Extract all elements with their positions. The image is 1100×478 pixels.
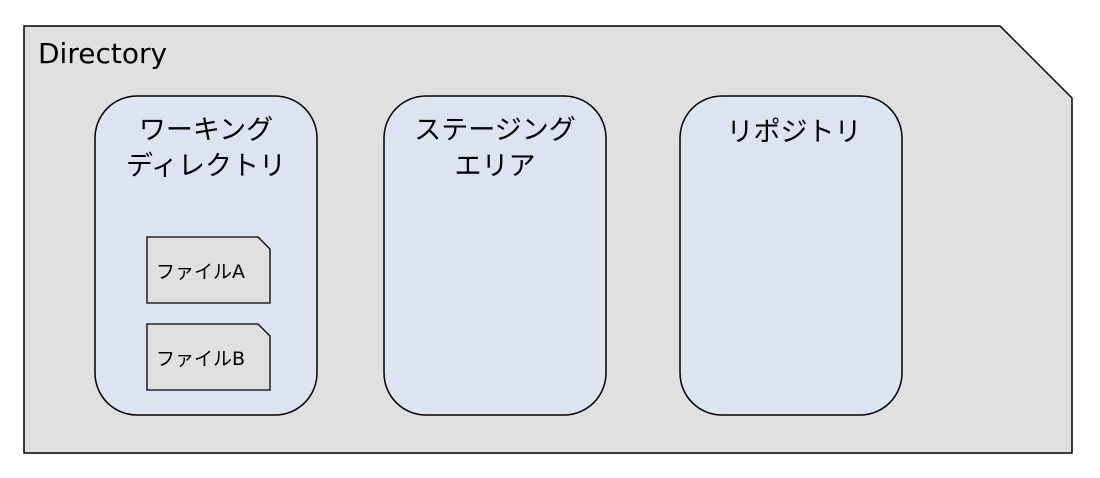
file-b-shape	[146, 323, 271, 391]
working-directory-area: ワーキング ディレクトリ ファイルA ファイルB	[94, 95, 318, 416]
repository-box	[679, 95, 903, 416]
file-a-label: ファイルA	[156, 261, 245, 283]
file-b-label: ファイルB	[156, 348, 245, 370]
repository-area: リポジトリ	[679, 95, 903, 416]
directory-title: Directory	[38, 37, 167, 70]
working-directory-label-line2: ディレクトリ	[126, 151, 286, 182]
file-a-shape	[146, 236, 271, 304]
file-a: ファイルA	[146, 236, 271, 304]
staging-area: ステージング エリア	[383, 95, 607, 416]
staging-area-label-line1: ステージング	[414, 115, 575, 146]
staging-area-label-line2: エリア	[455, 151, 536, 182]
staging-area-box	[383, 95, 607, 416]
working-directory-label-line1: ワーキング	[139, 115, 273, 146]
repository-label: リポジトリ	[727, 117, 862, 148]
file-b: ファイルB	[146, 323, 271, 391]
